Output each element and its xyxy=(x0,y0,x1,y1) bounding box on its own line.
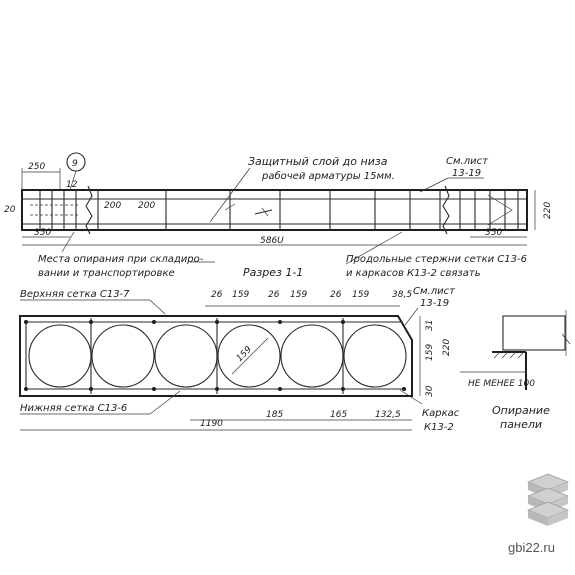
note-sheet-line1: См.лист xyxy=(446,156,489,167)
section-cages xyxy=(25,318,344,394)
bearing-panel xyxy=(502,315,566,351)
leader-cover xyxy=(209,167,251,223)
void-4 xyxy=(217,324,281,388)
site-name: gbi22.ru xyxy=(508,540,555,555)
dim-220: 220 xyxy=(543,202,553,219)
dim-350-left: 350 xyxy=(34,228,51,238)
dim-350-right: 350 xyxy=(485,228,502,238)
note-bars-line1: Продольные стержни сетки С13-6 xyxy=(346,254,527,265)
top-dim-2: 159 xyxy=(232,290,249,300)
leader-bars xyxy=(345,231,403,265)
cross-section-view: Верхняя сетка С13-7 26 159 26 159 26 159… xyxy=(19,286,460,433)
dim-20: 20 xyxy=(4,205,16,215)
bearing-detail: НЕ МЕНЕЕ 100 Опирание панели xyxy=(460,310,571,431)
void-6 xyxy=(343,324,407,388)
end-cage-right xyxy=(459,190,519,230)
void-1 xyxy=(28,324,92,388)
top-dim-4: 159 xyxy=(290,290,307,300)
frame-label-line2: К13-2 xyxy=(424,422,454,433)
elevation-view: 250 9 12 20 200 200 350 350 586U 220 Защ… xyxy=(4,152,553,279)
top-dim-1: 26 xyxy=(211,290,223,300)
leader-support-left xyxy=(61,231,75,253)
break-line-right xyxy=(442,185,450,235)
dim-159-vertical: 159 xyxy=(425,344,435,361)
watermark: gbi22.ru xyxy=(508,473,570,555)
bottom-dim-2: 165 xyxy=(330,410,347,420)
note-bars-line2: и каркасов К13-2 связать xyxy=(346,268,481,279)
void-5 xyxy=(280,324,344,388)
break-line-left xyxy=(85,185,93,235)
void-3 xyxy=(154,324,218,388)
note-cover-line1: Защитный слой до низа xyxy=(248,155,388,168)
dim-220-vertical: 220 xyxy=(442,339,452,356)
callout-9: 9 xyxy=(72,159,78,169)
void-2 xyxy=(91,324,155,388)
note-cover-line2: рабочей арматуры 15мм. xyxy=(261,170,395,182)
leader-upper-mesh xyxy=(149,299,166,315)
dim-31: 31 xyxy=(425,320,435,331)
note-support-line1: Места опирания при складиро- xyxy=(38,254,204,265)
end-cage-left xyxy=(30,190,80,230)
bearing-title-line2: панели xyxy=(500,418,542,431)
bottom-dim-3: 132,5 xyxy=(375,410,401,420)
top-dim-3: 26 xyxy=(268,290,280,300)
top-dim-5: 26 xyxy=(330,290,342,300)
note-sheet-line2: 13-19 xyxy=(452,168,481,179)
note-support-line2: вании и транспортировке xyxy=(38,268,175,279)
stack-logo-icon xyxy=(526,473,570,526)
bearing-min: НЕ МЕНЕЕ 100 xyxy=(468,379,535,389)
bearing-title-line1: Опирание xyxy=(492,404,550,417)
section-sheet-line1: См.лист xyxy=(413,286,456,297)
section-outline xyxy=(19,315,413,397)
dim-200-a: 200 xyxy=(104,201,121,211)
elevation-outline xyxy=(21,189,528,231)
section-sheet-line2: 13-19 xyxy=(420,298,449,309)
dim-200-b: 200 xyxy=(138,201,155,211)
section-title: Разрез 1-1 xyxy=(243,266,303,279)
dim-159-diameter: 159 xyxy=(235,345,254,364)
dim-1190: 1190 xyxy=(200,419,223,429)
lower-mesh-label: Нижняя сетка С13-6 xyxy=(20,403,127,414)
leader-lower-mesh xyxy=(149,390,181,415)
rebar-dots xyxy=(24,320,406,391)
dim-12: 12 xyxy=(66,180,78,190)
dim-30: 30 xyxy=(425,385,435,397)
top-dim-7: 38,5 xyxy=(392,290,412,300)
middle-stirrups xyxy=(97,190,441,230)
dim-length: 586U xyxy=(260,236,284,246)
top-dim-6: 159 xyxy=(352,290,369,300)
bottom-dim-1: 185 xyxy=(266,410,283,420)
diameter-line xyxy=(231,337,269,375)
upper-mesh-label: Верхняя сетка С13-7 xyxy=(20,289,130,300)
dim-250: 250 xyxy=(28,162,45,172)
frame-label-line1: Каркас xyxy=(422,408,460,419)
